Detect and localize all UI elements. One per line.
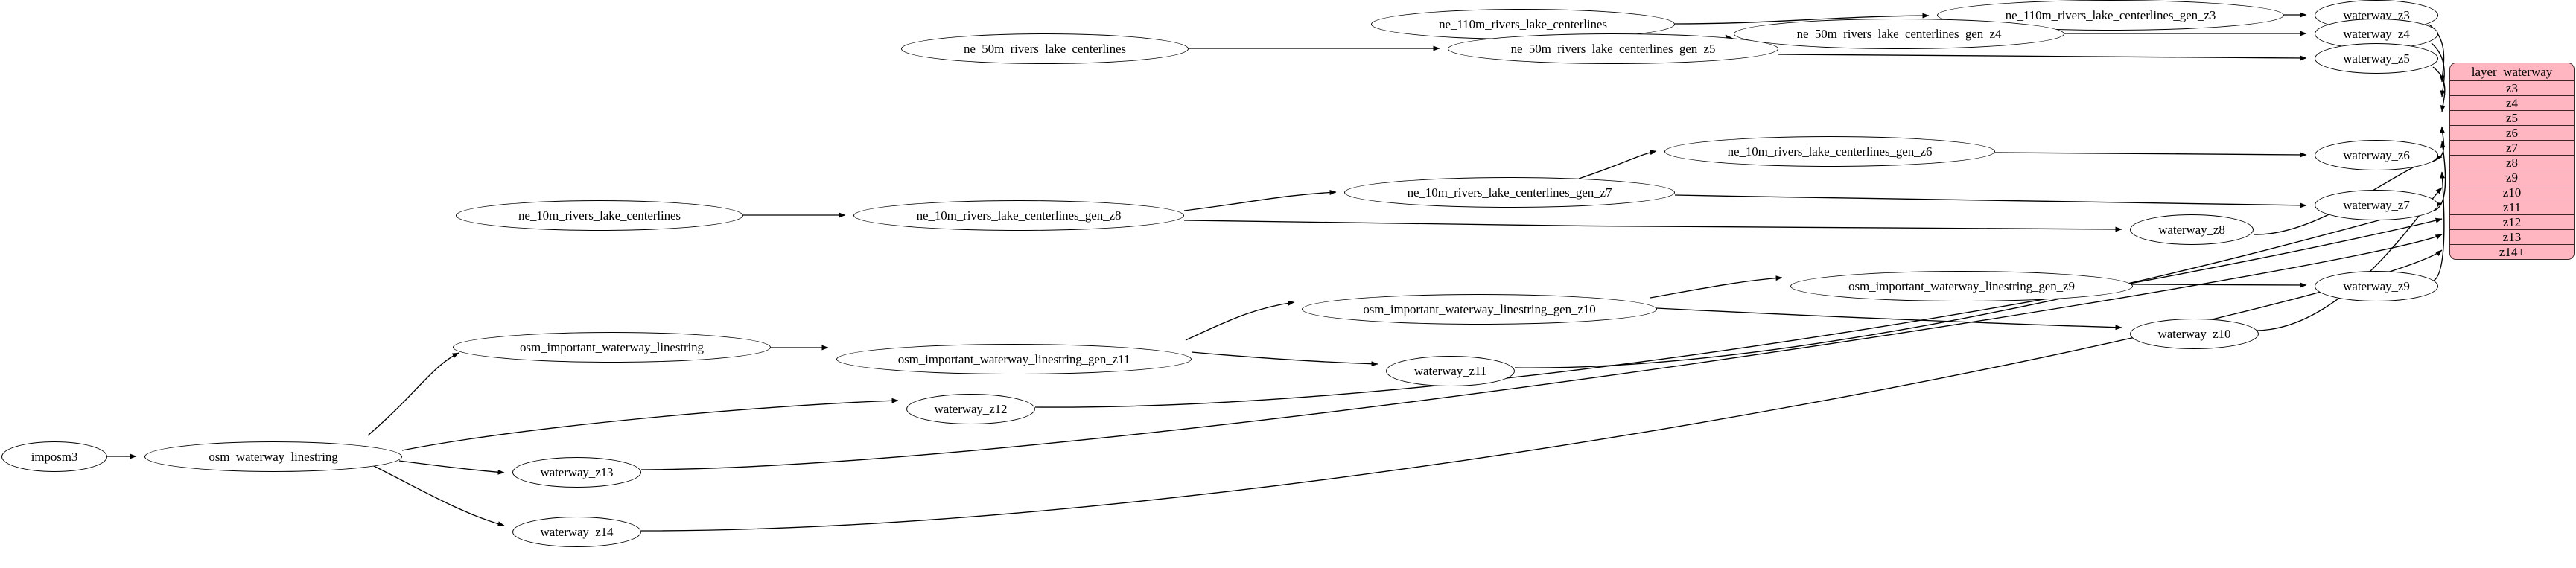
graph-node-waterway_z11[interactable]: waterway_z11: [1386, 356, 1515, 386]
graph-node-waterway_z12[interactable]: waterway_z12: [906, 394, 1035, 424]
edge-ne_10m_gen_z6-to-waterway_z6: [1994, 152, 2307, 158]
graph-node-label: ne_10m_rivers_lake_centerlines_gen_z8: [916, 208, 1122, 223]
edge-osm_way_src-to-osm_imp_src: [367, 352, 459, 436]
graph-node-ne_50m_gen_z4[interactable]: ne_50m_rivers_lake_centerlines_gen_z4: [1734, 19, 2064, 49]
edge-osm_way_src-to-waterway_z13: [398, 460, 505, 475]
graph-node-label: ne_10m_rivers_lake_centerlines_gen_z7: [1407, 185, 1612, 200]
graph-node-label: ne_110m_rivers_lake_centerlines_gen_z3: [2005, 8, 2216, 22]
graph-node-label: waterway_z4: [2343, 27, 2410, 41]
edge-osm_imp_z9-to-waterway_z9: [2131, 282, 2307, 288]
graph-node-ne_50m_gen_z5[interactable]: ne_50m_rivers_lake_centerlines_gen_z5: [1448, 33, 1778, 64]
graph-node-label: ne_10m_rivers_lake_centerlines_gen_z6: [1727, 144, 1933, 159]
edge-osm_imp_z11-to-osm_imp_z10: [1185, 300, 1295, 341]
edge-ne_10m_gen_z8-to-waterway_z8: [1183, 220, 2122, 232]
record-row-z11[interactable]: z11: [2450, 200, 2574, 214]
graph-node-ne_10m_gen_z8[interactable]: ne_10m_rivers_lake_centerlines_gen_z8: [853, 200, 1184, 231]
graph-node-label: waterway_z11: [1413, 364, 1487, 378]
graph-node-label: ne_10m_rivers_lake_centerlines: [518, 208, 681, 223]
graph-node-waterway_z4[interactable]: waterway_z4: [2315, 19, 2438, 49]
graph-node-osm_imp_z11[interactable]: osm_important_waterway_linestring_gen_z1…: [836, 344, 1192, 374]
graph-node-label: osm_important_waterway_linestring: [520, 340, 704, 354]
edge-osm_way_src-to-waterway_z14: [372, 465, 505, 527]
graph-node-label: imposm3: [31, 450, 78, 464]
graph-node-waterway_z6[interactable]: waterway_z6: [2315, 140, 2438, 170]
graph-node-ne_10m_gen_z6[interactable]: ne_10m_rivers_lake_centerlines_gen_z6: [1664, 136, 1995, 167]
graph-node-label: ne_50m_rivers_lake_centerlines: [964, 42, 1126, 56]
record-row-z10[interactable]: z10: [2450, 185, 2574, 200]
graph-node-waterway_z13[interactable]: waterway_z13: [512, 457, 641, 488]
record-row-z4[interactable]: z4: [2450, 95, 2574, 110]
record-table-title: layer_waterway: [2450, 63, 2574, 80]
graph-node-waterway_z10[interactable]: waterway_z10: [2130, 319, 2259, 349]
graph-node-label: waterway_z12: [934, 402, 1008, 416]
graph-node-waterway_z7[interactable]: waterway_z7: [2315, 190, 2438, 220]
graph-node-label: ne_50m_rivers_lake_centerlines_gen_z4: [1796, 27, 2002, 41]
edge-waterway_z5-to-layer_row_z5: [2432, 66, 2446, 112]
graph-node-label: waterway_z7: [2343, 198, 2410, 212]
graph-node-label: waterway_z5: [2343, 51, 2410, 66]
record-row-z3[interactable]: z3: [2450, 80, 2574, 95]
edge-ne_10m_gen_z7-to-ne_10m_gen_z6: [1578, 150, 1657, 179]
record-row-z12[interactable]: z12: [2450, 214, 2574, 229]
edge-waterway_z4-to-layer_row_z4: [2431, 42, 2446, 98]
graph-node-waterway_z9[interactable]: waterway_z9: [2315, 271, 2438, 301]
graph-node-label: waterway_z8: [2158, 223, 2225, 237]
graph-node-label: ne_110m_rivers_lake_centerlines: [1439, 17, 1607, 31]
graph-node-osm_way_src[interactable]: osm_waterway_linestring: [144, 441, 402, 472]
edge-osm_imp_z11-to-waterway_z11: [1191, 351, 1378, 367]
graph-node-label: ne_50m_rivers_lake_centerlines_gen_z5: [1510, 42, 1716, 56]
graph-node-label: waterway_z10: [2157, 327, 2231, 341]
graph-node-ne_10m_src[interactable]: ne_10m_rivers_lake_centerlines: [456, 200, 743, 231]
edge-ne_10m_gen_z8-to-ne_10m_gen_z7: [1183, 189, 1337, 211]
edge-ne_50m_gen_z5-to-waterway_z5: [1778, 54, 2307, 61]
graph-node-ne_10m_gen_z7[interactable]: ne_10m_rivers_lake_centerlines_gen_z7: [1344, 177, 1675, 208]
graph-node-ne_50m_src[interactable]: ne_50m_rivers_lake_centerlines: [901, 33, 1189, 64]
graph-node-imposm3[interactable]: imposm3: [1, 441, 107, 472]
record-row-z13[interactable]: z13: [2450, 229, 2574, 244]
graph-node-label: waterway_z14: [540, 525, 614, 539]
graph-node-label: waterway_z6: [2343, 148, 2410, 162]
graph-node-waterway_z14[interactable]: waterway_z14: [512, 517, 641, 547]
edge-osm_way_src-to-waterway_z12: [401, 398, 899, 451]
graph-node-osm_imp_src[interactable]: osm_important_waterway_linestring: [453, 332, 771, 363]
graph-node-waterway_z8[interactable]: waterway_z8: [2130, 214, 2254, 245]
record-row-z8[interactable]: z8: [2450, 155, 2574, 170]
edge-osm_imp_z10-to-waterway_z10: [1656, 307, 2122, 331]
graph-node-label: osm_waterway_linestring: [209, 450, 338, 464]
graph-node-label: waterway_z9: [2343, 279, 2410, 293]
edge-waterway_z14-to-layer_row_z14: [640, 249, 2443, 532]
graph-node-label: waterway_z13: [540, 465, 614, 479]
graph-node-osm_imp_z9[interactable]: osm_important_waterway_linestring_gen_z9: [1790, 271, 2133, 301]
record-row-z9[interactable]: z9: [2450, 170, 2574, 185]
graph-node-label: osm_important_waterway_linestring_gen_z1…: [897, 352, 1130, 366]
record-row-z7[interactable]: z7: [2450, 140, 2574, 155]
edge-ne_10m_gen_z7-to-waterway_z7: [1674, 194, 2307, 208]
record-row-z14plus[interactable]: z14+: [2450, 244, 2574, 259]
edge-osm_imp_z10-to-osm_imp_z9: [1650, 275, 1783, 299]
graph-node-label: osm_important_waterway_linestring_gen_z9: [1848, 279, 2075, 293]
graph-node-label: osm_important_waterway_linestring_gen_z1…: [1363, 302, 1596, 316]
edge-waterway_z9-to-layer_row_z9: [2432, 171, 2445, 282]
graph-node-osm_imp_z10[interactable]: osm_important_waterway_linestring_gen_z1…: [1302, 294, 1657, 325]
record-row-z6[interactable]: z6: [2450, 125, 2574, 140]
edge-waterway_z12-to-layer_row_z12: [1034, 217, 2443, 408]
graph-node-waterway_z5[interactable]: waterway_z5: [2315, 43, 2438, 74]
record-row-z5[interactable]: z5: [2450, 110, 2574, 125]
